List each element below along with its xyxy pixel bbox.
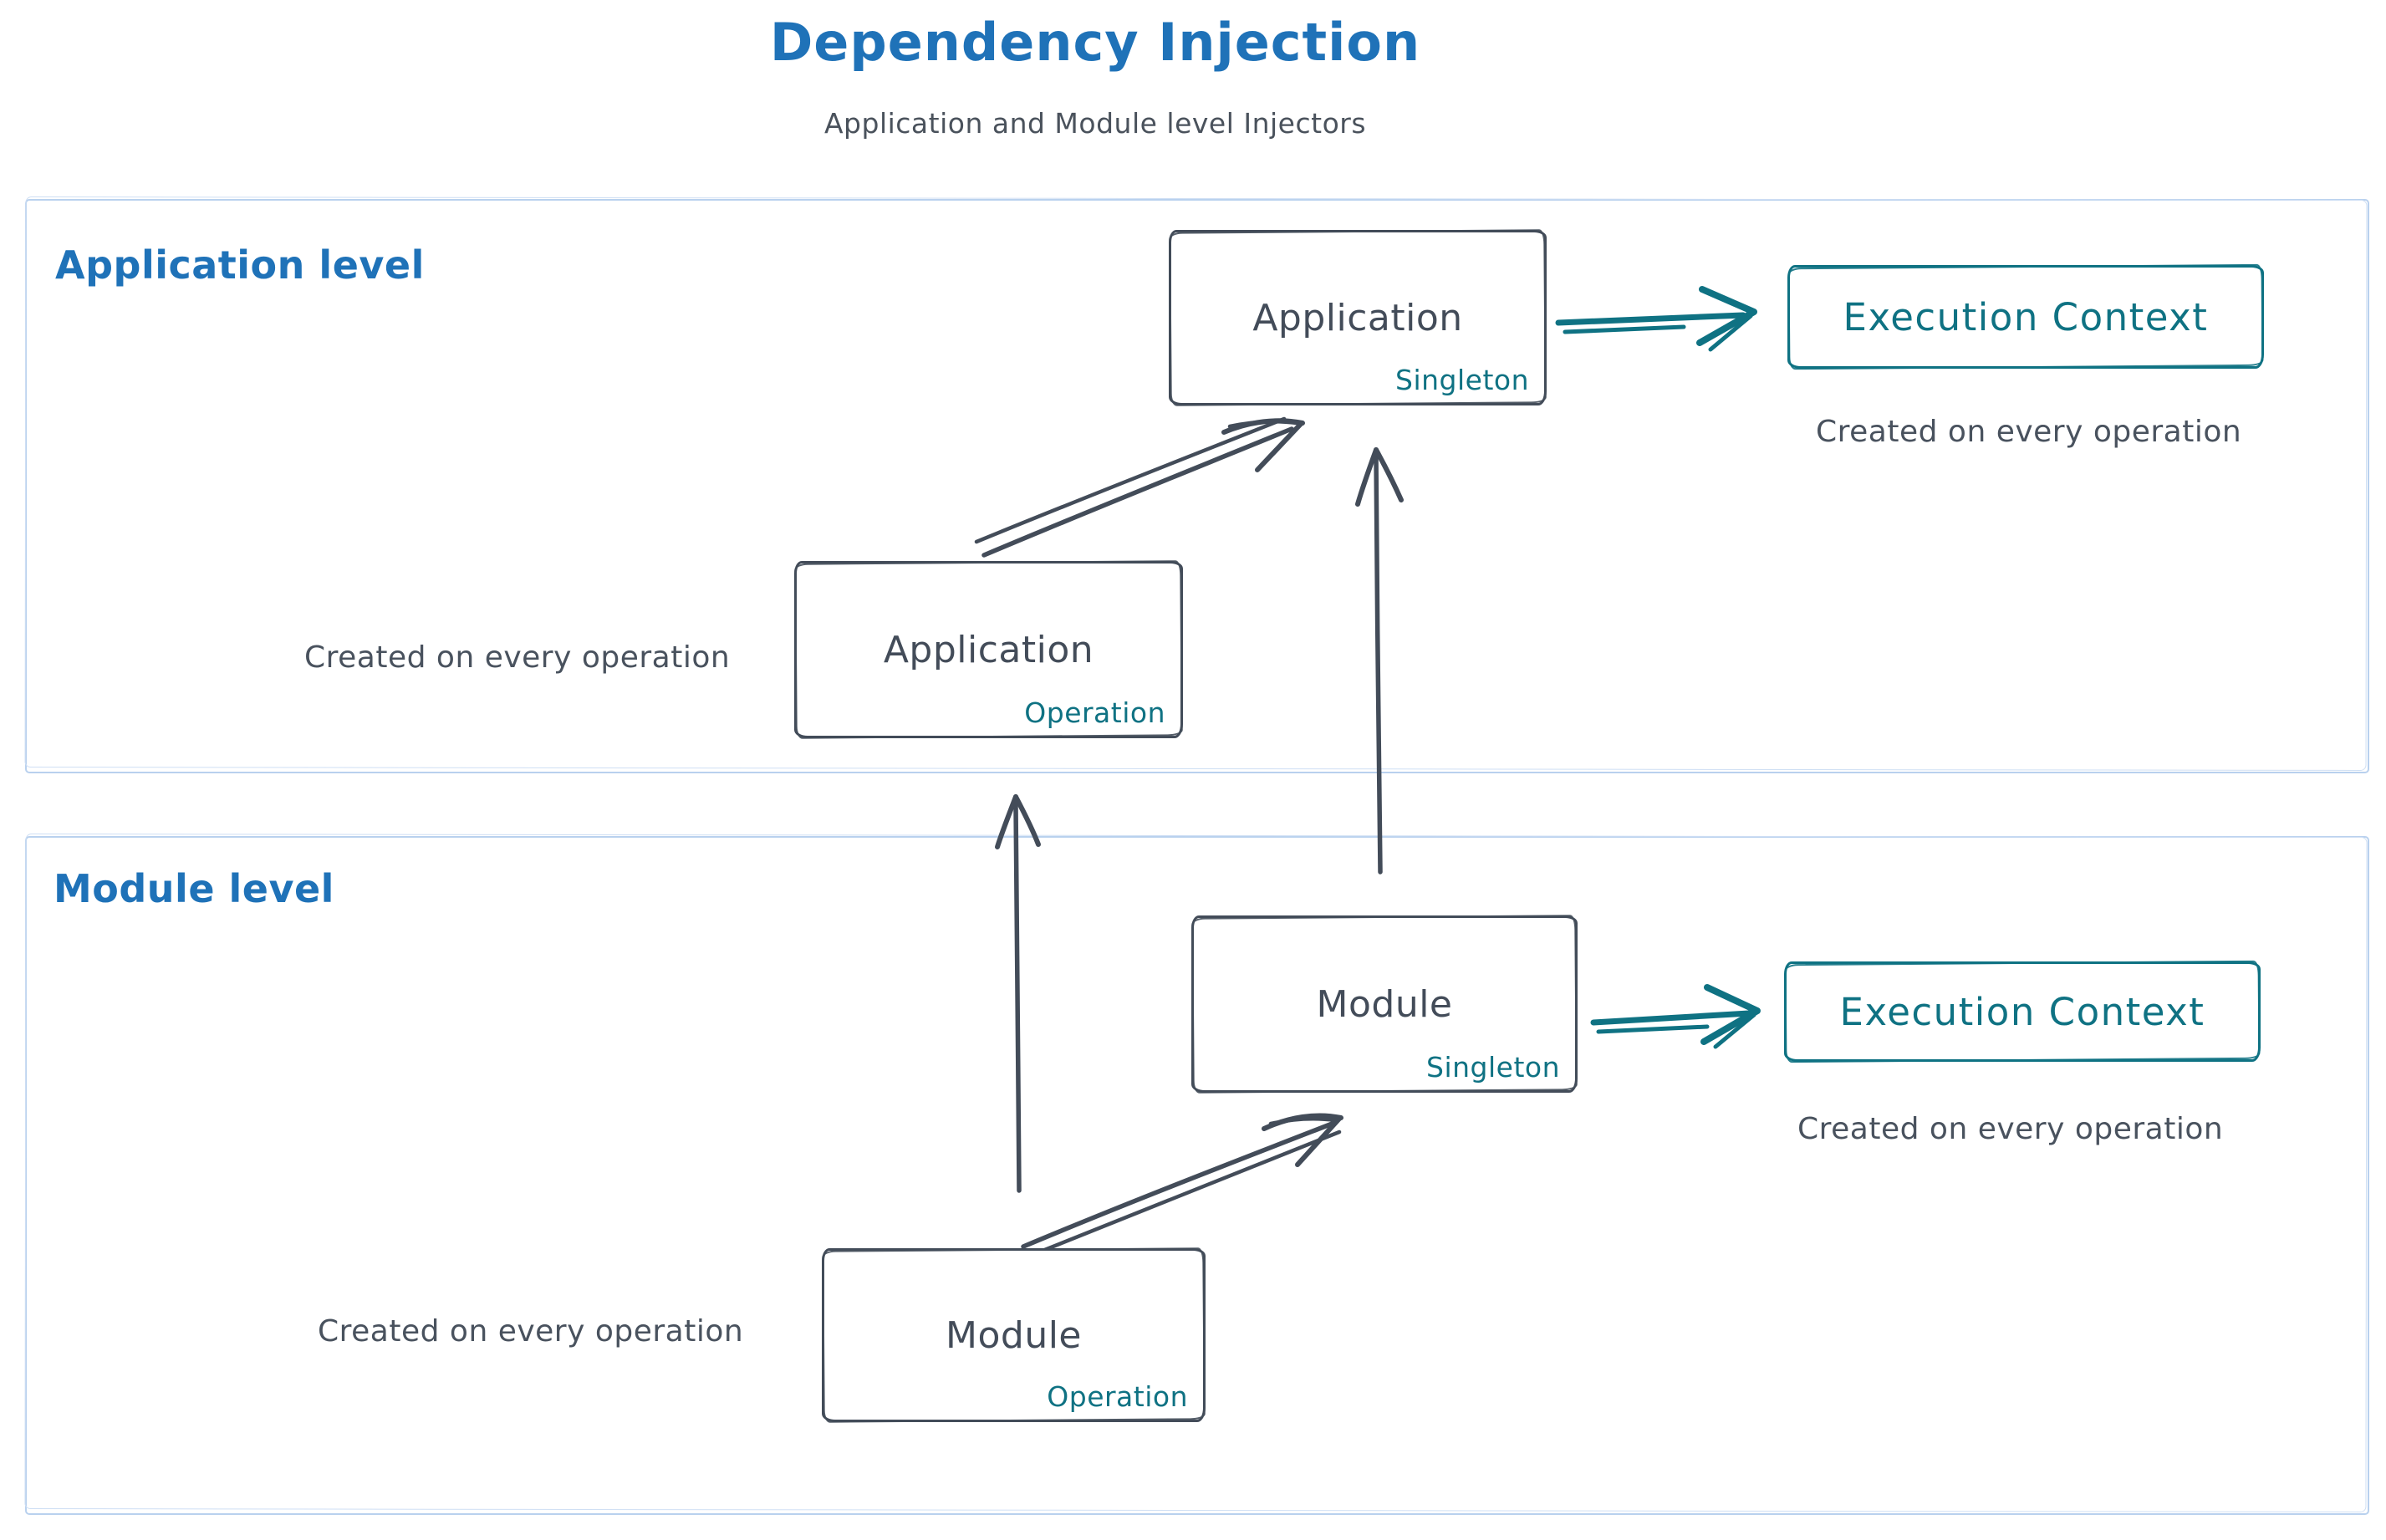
- module-operation-note: Created on every operation: [318, 1314, 744, 1349]
- application-level-section: [25, 199, 2369, 773]
- module-execution-note: Created on every operation: [1797, 1112, 2224, 1146]
- app-operation-note: Created on every operation: [304, 640, 731, 675]
- module-level-section: [25, 836, 2369, 1515]
- app-operation-box: Application Operation: [794, 561, 1183, 738]
- app-operation-title: Application: [883, 628, 1094, 671]
- module-operation-badge: Operation: [1047, 1380, 1188, 1413]
- module-execution-context-box: Execution Context: [1784, 961, 2261, 1062]
- module-operation-box: Module Operation: [822, 1248, 1206, 1422]
- module-singleton-title: Module: [1316, 982, 1453, 1026]
- application-level-label: Application level: [55, 242, 425, 288]
- module-operation-title: Module: [946, 1313, 1082, 1357]
- app-singleton-title: Application: [1252, 296, 1463, 339]
- app-operation-badge: Operation: [1024, 696, 1165, 729]
- app-execution-context-title: Execution Context: [1843, 294, 2209, 339]
- app-execution-note: Created on every operation: [1816, 415, 2242, 449]
- diagram-subtitle: Application and Module level Injectors: [823, 107, 1367, 140]
- app-execution-context-box: Execution Context: [1787, 265, 2264, 369]
- app-singleton-box: Application Singleton: [1169, 230, 1547, 405]
- module-singleton-box: Module Singleton: [1191, 915, 1578, 1093]
- diagram-title: Dependency Injection: [769, 12, 1421, 73]
- module-level-label: Module level: [54, 866, 334, 911]
- module-execution-context-title: Execution Context: [1839, 989, 2205, 1034]
- app-singleton-badge: Singleton: [1395, 364, 1529, 396]
- module-singleton-badge: Singleton: [1426, 1051, 1560, 1084]
